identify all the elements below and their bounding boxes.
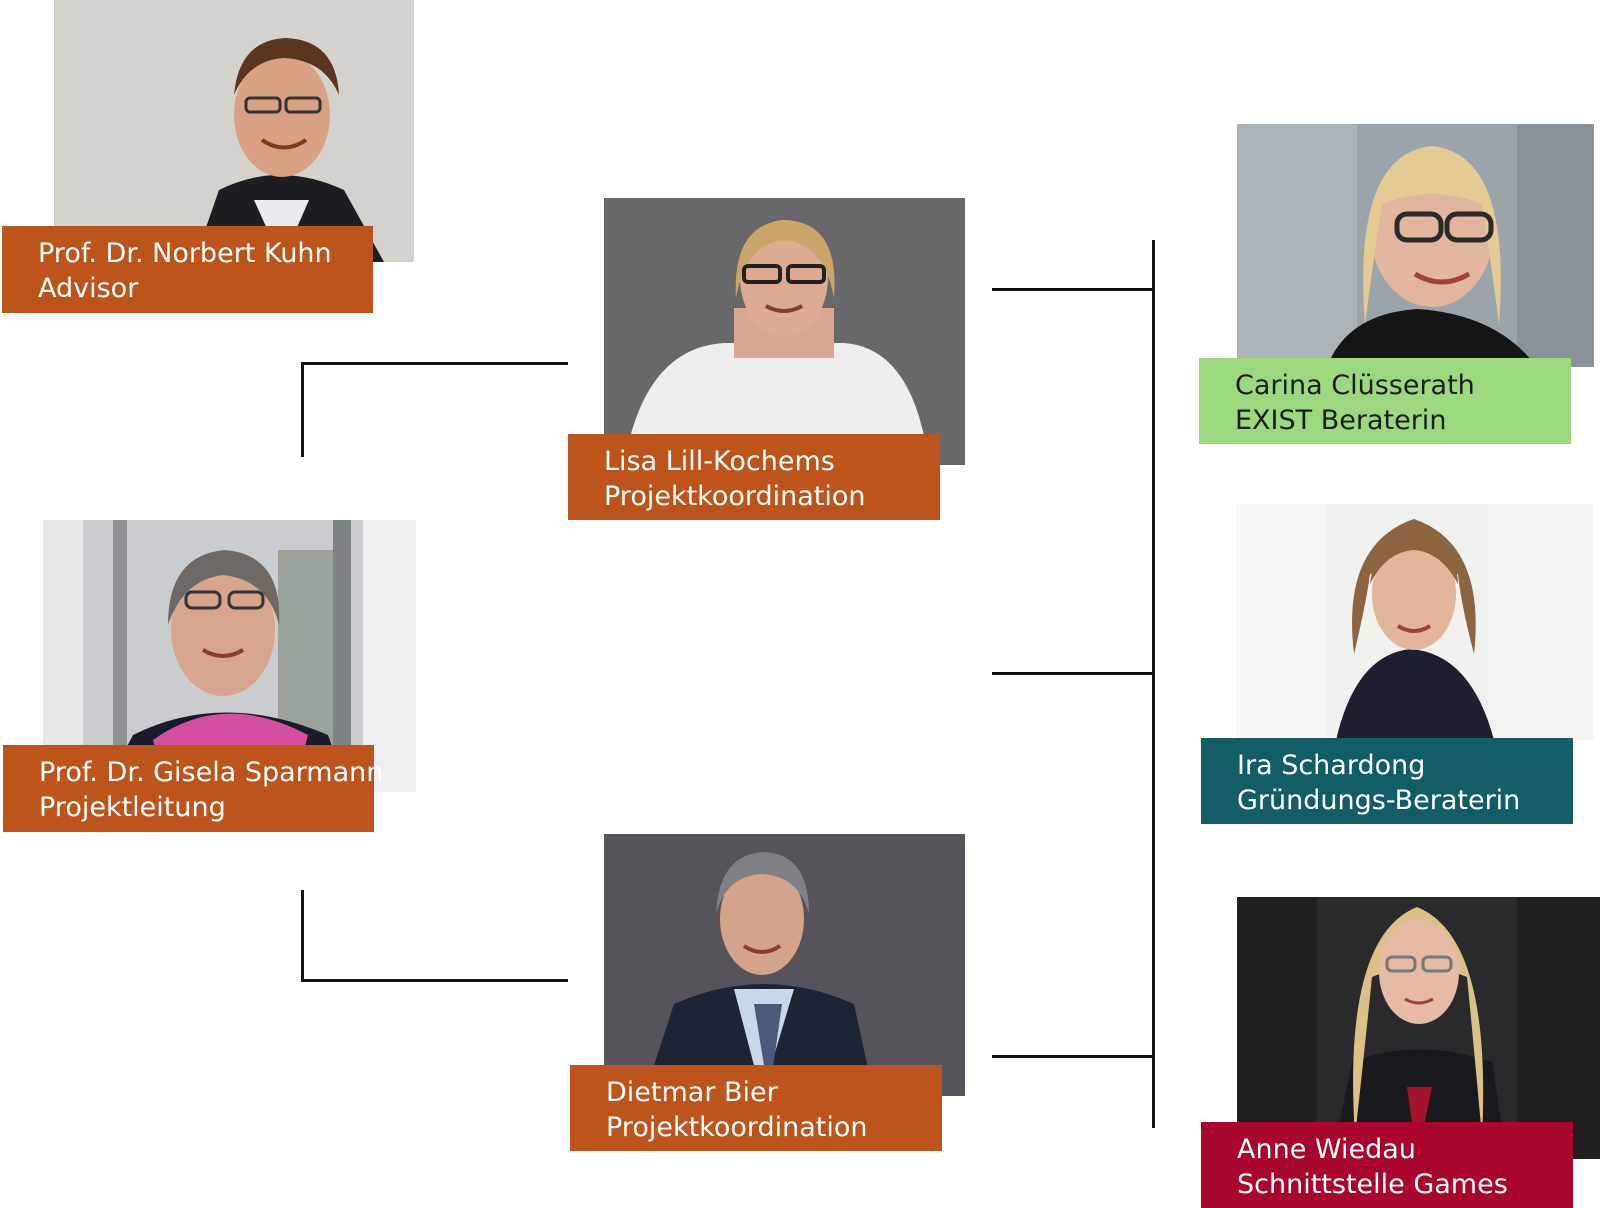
portrait-photo [54,0,414,262]
portrait-photo [604,834,965,1096]
person-name: Anne Wiedau [1237,1134,1416,1165]
connector-line [992,672,1155,675]
person-role: Advisor [38,273,139,304]
person-card-cluesserath: Carina Clüsserath EXIST Beraterin [1197,124,1600,446]
person-card-bier: Dietmar Bier Projektkoordination [566,834,966,1154]
person-name: Lisa Lill-Kochems [604,446,835,477]
person-role: Projektkoordination [604,481,866,512]
portrait-photo [1236,504,1593,740]
connector-line [992,288,1155,291]
person-name: Ira Schardong [1237,750,1426,781]
name-label: Prof. Dr. Gisela Sparmann Projektleitung [3,745,384,832]
person-role: Projektleitung [39,792,226,823]
connector-line [992,1055,1155,1058]
name-label: Carina Clüsserath EXIST Beraterin [1199,358,1571,444]
name-label: Lisa Lill-Kochems Projektkoordination [568,434,940,520]
person-card-wiedau: Anne Wiedau Schnittstelle Games [1200,897,1600,1208]
connector-line [301,362,568,365]
portrait-photo [1237,897,1600,1159]
connector-line [1152,240,1155,1128]
person-card-lill-kochems: Lisa Lill-Kochems Projektkoordination [566,198,966,523]
name-label: Ira Schardong Gründungs-Beraterin [1201,738,1573,824]
person-name: Prof. Dr. Norbert Kuhn [38,238,332,269]
name-label: Dietmar Bier Projektkoordination [570,1065,942,1151]
person-role: EXIST Beraterin [1235,405,1447,436]
person-name: Dietmar Bier [606,1077,778,1108]
person-role: Gründungs-Beraterin [1237,785,1521,816]
connector-line [301,890,304,982]
person-role: Schnittstelle Games [1237,1169,1508,1200]
name-label: Anne Wiedau Schnittstelle Games [1201,1122,1573,1208]
person-name: Prof. Dr. Gisela Sparmann [39,757,384,788]
person-role: Projektkoordination [606,1112,868,1143]
person-card-kuhn: Prof. Dr. Norbert Kuhn Advisor [0,0,420,320]
person-name: Carina Clüsserath [1235,370,1475,401]
person-card-sparmann: Prof. Dr. Gisela Sparmann Projektleitung [0,520,420,832]
connector-line [301,362,304,457]
person-card-schardong: Ira Schardong Gründungs-Beraterin [1200,504,1600,826]
portrait-photo [604,198,965,465]
portrait-photo [1237,124,1594,367]
name-label: Prof. Dr. Norbert Kuhn Advisor [2,226,373,313]
connector-line [301,979,568,982]
